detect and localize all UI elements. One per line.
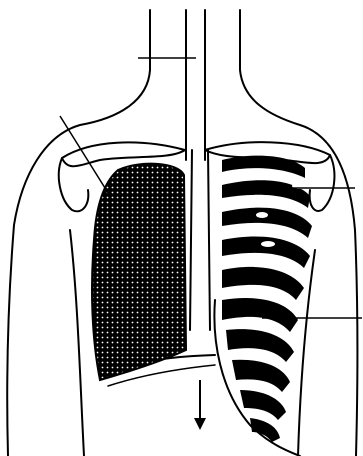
torso-side-left (70, 230, 84, 456)
torso-side-right (298, 250, 315, 456)
body-outline-right (240, 10, 357, 456)
leader-line-shoulder (60, 116, 110, 196)
trachea (186, 10, 205, 160)
sternum (190, 150, 210, 330)
ribs-right (222, 156, 312, 442)
lung-left-shaded (92, 164, 186, 380)
clavicle-left (62, 142, 185, 166)
down-arrow-icon (194, 380, 206, 430)
